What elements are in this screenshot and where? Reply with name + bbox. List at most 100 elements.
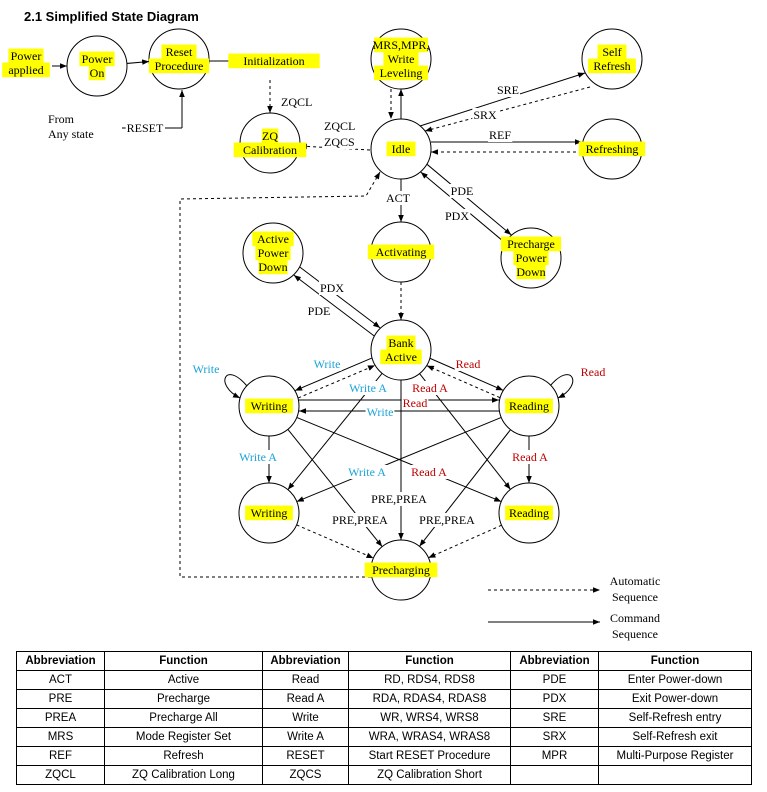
writing-autoprecharge-state: Writing [238, 482, 300, 544]
edge-label-srx: SRX [473, 108, 497, 122]
self-refresh-state-label-line: Self [602, 45, 621, 59]
reading-state-label-line: Reading [509, 399, 549, 413]
edge-label-zqcl-1: ZQCL [281, 95, 312, 109]
write-precharge-arrow [287, 429, 383, 547]
refreshing-state-label-line: Refreshing [586, 142, 639, 156]
precharging-state: Precharging [364, 539, 438, 601]
edge-label-read-loop: Read [581, 365, 606, 379]
mrs-mpr-state-label-line: Write [388, 52, 415, 66]
edge-label-zqcs: ZQCS [324, 135, 355, 149]
self-refresh-state-label-line: Refresh [593, 59, 630, 73]
table-cell: REF [16, 746, 105, 766]
read-a-precharge-arrow [428, 524, 502, 559]
table-cell: RD, RDS4, RDS8 [348, 670, 511, 690]
idle-state-label-line: Idle [392, 142, 411, 156]
edge-label-write-a-2: Write A [239, 450, 277, 464]
precharging-state-label-line: Precharging [372, 563, 430, 577]
bank-active-state-label-line: Active [385, 350, 417, 364]
table-cell: PREA [16, 708, 105, 728]
reset-procedure-state-label-line: Reset [166, 45, 193, 59]
table-cell: RDA, RDAS4, RDAS8 [348, 689, 511, 709]
table-cell: Read A [262, 689, 349, 709]
edge-label-pdx-1: PDX [445, 209, 469, 223]
table-cell: MPR [510, 746, 599, 766]
edge-label-pre-prea-1: PRE,PREA [371, 492, 427, 506]
table-cell: Self-Refresh exit [598, 727, 752, 747]
table-header: Abbreviation [510, 651, 599, 671]
activating-state: Activating [367, 221, 435, 283]
table-row: PREA Precharge All Write WR, WRS4, WRS8 … [16, 708, 752, 728]
reading-state-label: Reading [505, 398, 553, 414]
edge-label-pde-1: PDE [451, 184, 474, 198]
table-header: Abbreviation [262, 651, 349, 671]
table-cell: Exit Power-down [598, 689, 752, 709]
precharge-power-down-state-label-line: Down [516, 265, 545, 279]
edge-label-write-2: Write [367, 405, 394, 419]
edge-label-read-1: Read [456, 357, 481, 371]
table-header: Function [104, 651, 263, 671]
table-cell: SRE [510, 708, 599, 728]
precharge-power-down-state-label-line: Precharge [507, 237, 555, 251]
edge-label-sre: SRE [497, 83, 519, 97]
write-arrow [294, 357, 373, 392]
write-loop-arrow [224, 374, 248, 399]
table-cell: Multi-Purpose Register [598, 746, 752, 766]
table-cell: ZQ Calibration Short [348, 765, 511, 785]
initialization-state: Initialization [228, 53, 320, 69]
legend-command-label: Sequence [612, 627, 658, 641]
read-loop-arrow [549, 374, 574, 399]
abbreviation-table: Abbreviation Function Abbreviation Funct… [16, 651, 752, 785]
edge-label-pre-prea-3: PRE,PREA [419, 513, 475, 527]
active-power-down-state-label-line: Power [258, 246, 289, 260]
table-header: Abbreviation [16, 651, 105, 671]
table-row: PRE Precharge Read A RDA, RDAS4, RDAS8 P… [16, 689, 752, 709]
table-cell: WR, WRS4, WRS8 [348, 708, 511, 728]
edge-label-write-1: Write [314, 357, 341, 371]
edge-label-write-a-3: Write A [348, 465, 386, 479]
edge-label-write-loop: Write [193, 362, 220, 376]
table-header-row: Abbreviation Function Abbreviation Funct… [16, 651, 752, 671]
sre-arrow [419, 72, 586, 127]
read-arrow [429, 357, 504, 391]
writing-state-label-line: Writing [251, 399, 288, 413]
read-auto-arrow [426, 365, 501, 399]
refreshing-state-label: Refreshing [578, 141, 646, 157]
table-cell: MRS [16, 727, 105, 747]
idle-state-label: Idle [386, 141, 416, 157]
legend-command-label: Command [610, 611, 660, 625]
table-cell [598, 765, 752, 785]
edge-label-read-2: Read [403, 396, 428, 410]
active-power-down-state-label-line: Down [258, 260, 287, 274]
table-header: Function [348, 651, 511, 671]
pdx-arrow [420, 171, 506, 243]
edge-label-write-a-1: Write A [349, 381, 387, 395]
zq-calibration-state-label-line: ZQ [262, 129, 278, 143]
table-cell: Self-Refresh entry [598, 708, 752, 728]
reading-autoprecharge-state-label-line: Reading [509, 506, 549, 520]
edge-label-pdx-2: PDX [320, 281, 344, 295]
from-any-state-label: From [48, 112, 75, 126]
power-on-to-reset-arrow [126, 59, 150, 65]
table-cell: Precharge [104, 689, 263, 709]
table-cell: PDE [510, 670, 599, 690]
writing-autoprecharge-state-label-line: Writing [251, 506, 288, 520]
table-cell: SRX [510, 727, 599, 747]
mrs-mpr-state-label-line: Leveling [380, 66, 423, 80]
legend-automatic-label: Automatic [610, 574, 661, 588]
writing-state-label: Writing [245, 398, 293, 414]
refreshing-state: Refreshing [578, 118, 646, 180]
table-row: REF Refresh RESET Start RESET Procedure … [16, 746, 752, 766]
table-cell: Active [104, 670, 263, 690]
state-diagram: PowerOnResetProcedureMRS,MPR,WriteLeveli… [2, 28, 661, 641]
power-on-state-label-line: On [90, 66, 105, 80]
table-cell: PDX [510, 689, 599, 709]
from-any-state-label: Any state [48, 127, 94, 141]
